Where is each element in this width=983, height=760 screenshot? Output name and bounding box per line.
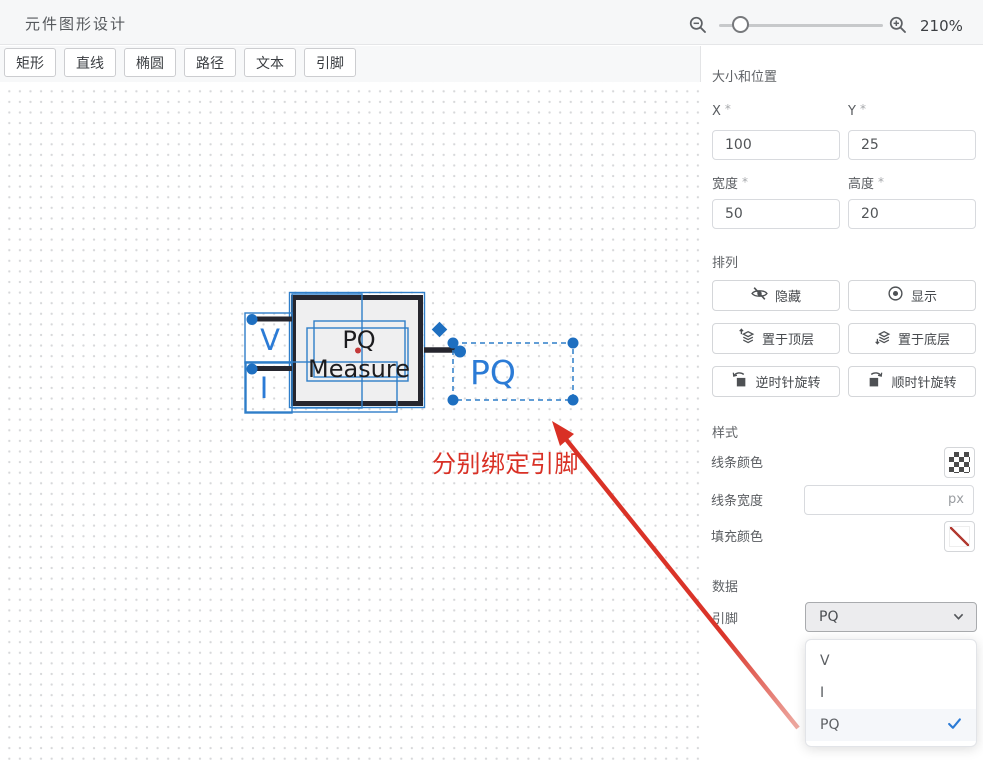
width-field[interactable] <box>712 199 840 229</box>
rotate-cw-icon <box>867 371 884 392</box>
handle-top-right[interactable] <box>567 337 579 349</box>
handle-top-left[interactable] <box>447 337 459 349</box>
handle-bottom-right[interactable] <box>567 394 579 406</box>
pin-v-bounds-rect[interactable] <box>244 312 293 364</box>
pin-i-endpoint[interactable] <box>246 363 258 375</box>
tool-text-button[interactable]: 文本 <box>244 48 296 77</box>
show-button[interactable]: 显示 <box>848 280 976 311</box>
properties-panel: 大小和位置 X* Y* 宽度* 高度* 排列 隐藏 显示 置于顶层 置于底层 逆… <box>700 46 983 760</box>
pin-v-endpoint[interactable] <box>246 314 258 325</box>
pin-pq-endpoint[interactable] <box>454 345 466 358</box>
layers-up-icon <box>738 328 755 349</box>
pin-dropdown-menu: V I PQ <box>805 639 977 747</box>
rotate-ccw-button[interactable]: 逆时针旋转 <box>712 366 840 397</box>
rotate-cw-button[interactable]: 顺时针旋转 <box>848 366 976 397</box>
section-title-style: 样式 <box>712 426 739 441</box>
section-title-size-position: 大小和位置 <box>712 70 778 85</box>
height-field[interactable] <box>848 199 976 229</box>
pin-i-bounds-rect[interactable] <box>244 361 293 414</box>
rotate-ccw-icon <box>731 371 748 392</box>
pq-label-text[interactable]: PQ <box>470 353 516 392</box>
dropdown-option-i[interactable]: I <box>820 685 825 701</box>
pq-label-selection-rect[interactable] <box>452 342 574 401</box>
eye-icon <box>887 285 904 306</box>
tool-ellipse-button[interactable]: 椭圆 <box>124 48 176 77</box>
component-drawing: PQ Measure V I PQ 分别绑定引脚 <box>244 291 579 478</box>
top-bar: 元件图形设计 210% <box>0 0 983 45</box>
center-marker-dot <box>355 347 361 354</box>
hide-button[interactable]: 隐藏 <box>712 280 840 311</box>
tool-pin-button[interactable]: 引脚 <box>304 48 356 77</box>
page-title: 元件图形设计 <box>25 15 128 33</box>
layers-down-icon <box>874 328 891 349</box>
bring-to-front-button[interactable]: 置于顶层 <box>712 323 840 354</box>
handle-bottom-left[interactable] <box>447 394 459 406</box>
component-label-line2[interactable]: Measure <box>308 355 410 383</box>
pin-v-label[interactable]: V <box>260 323 280 357</box>
width-field-label: 宽度* <box>712 175 749 192</box>
no-fill-swatch <box>949 526 970 547</box>
checkerboard-swatch <box>949 452 970 473</box>
fill-color-swatch-button[interactable] <box>944 521 975 552</box>
x-field[interactable] <box>712 130 840 160</box>
zoom-out-icon[interactable] <box>688 15 708 35</box>
section-title-data: 数据 <box>712 580 739 595</box>
y-field-label: Y* <box>848 102 866 119</box>
annotation-text: 分别绑定引脚 <box>432 450 579 478</box>
x-field-label: X* <box>712 102 731 119</box>
dropdown-option-pq[interactable]: PQ <box>806 709 976 741</box>
check-icon <box>947 716 962 735</box>
line-width-field-wrap: px <box>804 485 974 515</box>
pin-select[interactable]: PQ <box>805 602 977 632</box>
zoom-in-icon[interactable] <box>888 15 908 35</box>
dropdown-option-v[interactable]: V <box>820 653 830 669</box>
zoom-percent-label: 210% <box>920 17 963 35</box>
eye-off-icon <box>751 285 768 306</box>
y-field[interactable] <box>848 130 976 160</box>
chevron-down-icon <box>952 608 965 627</box>
line-width-input[interactable] <box>804 485 974 515</box>
shape-toolbar: 矩形 直线 椭圆 路径 文本 引脚 <box>0 46 700 82</box>
fill-color-label: 填充颜色 <box>711 530 764 545</box>
tool-path-button[interactable]: 路径 <box>184 48 236 77</box>
line-color-label: 线条颜色 <box>711 456 764 471</box>
pin-select-label: 引脚 <box>712 612 739 627</box>
tool-rectangle-button[interactable]: 矩形 <box>4 48 56 77</box>
line-color-swatch-button[interactable] <box>944 447 975 478</box>
tool-line-button[interactable]: 直线 <box>64 48 116 77</box>
pin-select-value: PQ <box>819 609 839 625</box>
label-box-rect-1[interactable] <box>313 320 406 378</box>
label-box-rect-2[interactable] <box>306 327 409 382</box>
zoom-slider-track[interactable] <box>719 24 883 27</box>
pin-i-label[interactable]: I <box>260 371 269 405</box>
zoom-slider-knob[interactable] <box>732 16 749 33</box>
section-title-arrange: 排列 <box>712 256 739 271</box>
height-field-label: 高度* <box>848 175 885 192</box>
pin-bounds-rect-bottom[interactable] <box>245 361 398 413</box>
send-to-back-button[interactable]: 置于底层 <box>848 323 976 354</box>
rotation-handle-diamond[interactable] <box>431 321 448 338</box>
line-width-label: 线条宽度 <box>711 494 764 509</box>
